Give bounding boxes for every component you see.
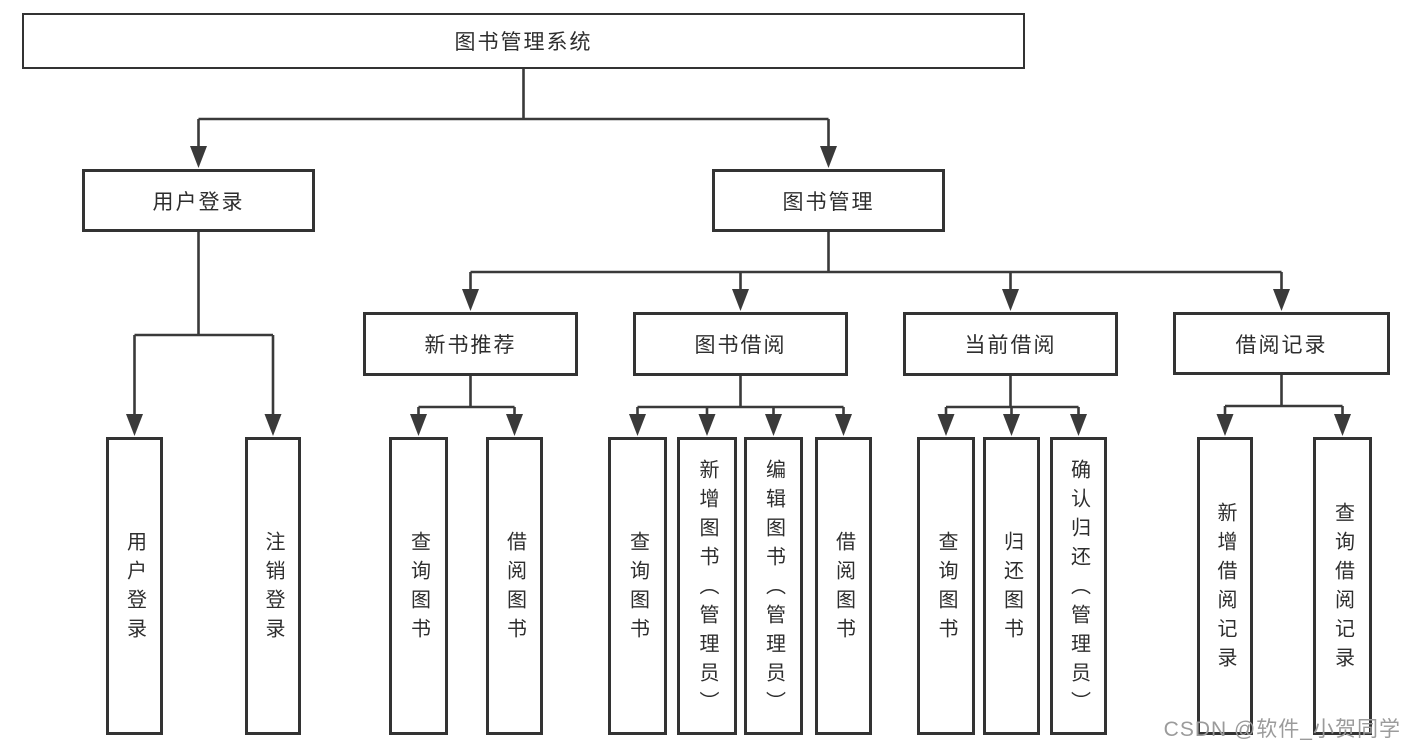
node-leaf-user-login: 用户登录 [106,437,163,735]
node-leaf-logout: 注销登录 [245,437,301,735]
node-borrow-records: 借阅记录 [1173,312,1390,375]
node-current-borrow: 当前借阅 [903,312,1118,376]
node-leaf-add-borrow-record: 新增借阅记录 [1197,437,1253,735]
node-leaf-query-book-1: 查询图书 [389,437,448,735]
node-user-login: 用户登录 [82,169,315,232]
node-leaf-edit-book: 编辑图书（管理员） [744,437,803,735]
node-leaf-confirm-return: 确认归还（管理员） [1050,437,1107,735]
node-root: 图书管理系统 [22,13,1025,69]
node-leaf-borrow-book-2: 借阅图书 [815,437,872,735]
node-book-mgmt: 图书管理 [712,169,945,232]
node-leaf-return-book: 归还图书 [983,437,1040,735]
node-book-borrow: 图书借阅 [633,312,848,376]
node-leaf-borrow-book-1: 借阅图书 [486,437,543,735]
node-leaf-add-book: 新增图书（管理员） [677,437,737,735]
node-new-book-rec: 新书推荐 [363,312,578,376]
node-leaf-query-book-3: 查询图书 [917,437,975,735]
node-leaf-query-book-2: 查询图书 [608,437,667,735]
csdn-watermark: CSDN @软件_小贺同学 [1163,718,1401,741]
node-leaf-query-borrow-record: 查询借阅记录 [1313,437,1372,735]
